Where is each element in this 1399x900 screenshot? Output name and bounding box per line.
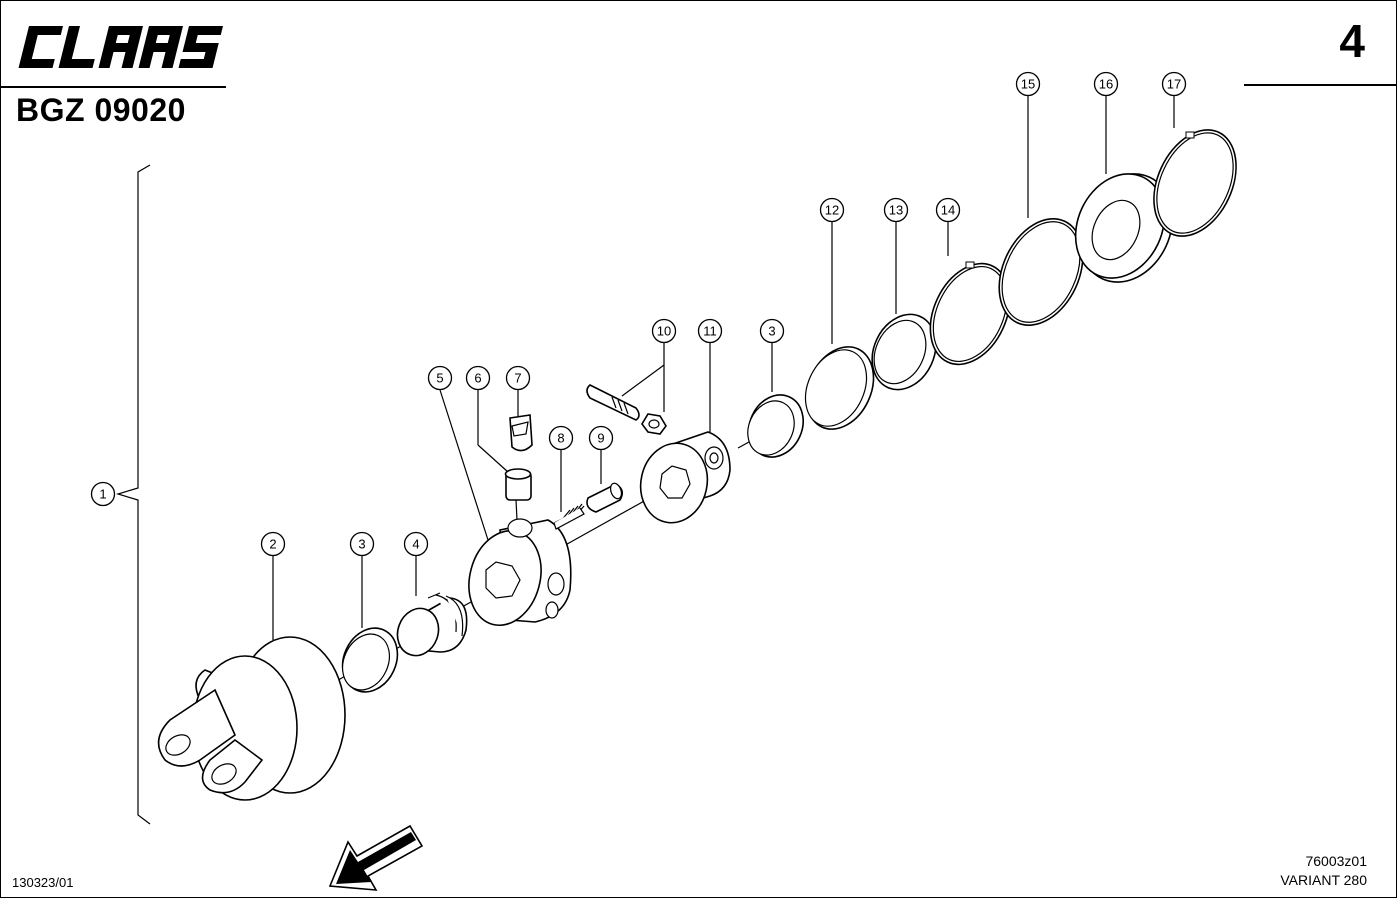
part-8-spring xyxy=(553,503,585,530)
variant-label: VARIANT 280 xyxy=(1280,872,1367,888)
part-7-roll-pin xyxy=(509,414,533,452)
part-4-piston xyxy=(396,592,468,657)
footer-right-block: 76003z01 VARIANT 280 xyxy=(1280,852,1367,890)
callout-11: 11 xyxy=(697,318,723,344)
callout-2: 2 xyxy=(260,531,286,557)
svg-text:14: 14 xyxy=(941,203,955,218)
callout-10: 10 xyxy=(651,318,677,344)
callout-12: 12 xyxy=(819,197,845,223)
part-14-snap-ring xyxy=(929,261,1011,366)
part-11-yoke-flange xyxy=(639,431,731,524)
svg-text:6: 6 xyxy=(474,371,481,386)
part-16-seal-ring xyxy=(1074,173,1174,283)
callout-6: 6 xyxy=(465,365,491,391)
svg-text:17: 17 xyxy=(1167,77,1181,92)
callout-15: 15 xyxy=(1015,71,1041,97)
callout-3-second: 3 xyxy=(759,318,785,344)
svg-text:8: 8 xyxy=(557,431,564,446)
svg-text:3: 3 xyxy=(768,324,775,339)
part-6-bushing xyxy=(504,468,532,501)
callout-16: 16 xyxy=(1093,71,1119,97)
document-code: BGZ 09020 xyxy=(16,92,186,128)
svg-text:12: 12 xyxy=(825,203,839,218)
callout-8: 8 xyxy=(548,425,574,451)
svg-text:9: 9 xyxy=(597,431,604,446)
callout-9: 9 xyxy=(588,425,614,451)
callout-13: 13 xyxy=(883,197,909,223)
arrow-down-left-icon xyxy=(328,824,424,891)
svg-text:13: 13 xyxy=(889,203,903,218)
part-3-disc xyxy=(341,627,399,693)
part-2-housing xyxy=(157,636,346,801)
part-13-ring xyxy=(871,313,937,391)
svg-text:5: 5 xyxy=(436,371,443,386)
svg-text:11: 11 xyxy=(703,324,717,339)
group-bracket xyxy=(115,164,151,825)
drawing-code: 76003z01 xyxy=(1305,853,1367,869)
callout-7: 7 xyxy=(505,365,531,391)
callout-17: 17 xyxy=(1161,71,1187,97)
svg-text:15: 15 xyxy=(1021,77,1035,92)
svg-text:4: 4 xyxy=(412,537,419,552)
part-9-pin xyxy=(586,482,624,513)
part-5-cross-body xyxy=(468,518,572,627)
callout-1: 1 xyxy=(90,481,116,507)
footer-reference-code: 130323/01 xyxy=(12,875,74,890)
claas-logo-icon xyxy=(18,26,224,68)
part-17-retaining-ring xyxy=(1153,129,1237,237)
part-3-disc-second xyxy=(747,394,804,458)
part-10-bolt-nut xyxy=(586,384,667,435)
callout-14: 14 xyxy=(935,197,961,223)
svg-text:1: 1 xyxy=(99,487,106,502)
callout-5: 5 xyxy=(427,365,453,391)
header-divider xyxy=(1244,84,1397,86)
part-15-o-ring xyxy=(998,217,1084,327)
svg-text:10: 10 xyxy=(657,324,671,339)
leader-lines xyxy=(272,96,1175,640)
callout-4: 4 xyxy=(403,531,429,557)
title-divider xyxy=(0,86,226,88)
svg-text:16: 16 xyxy=(1099,77,1113,92)
page-number: 4 xyxy=(1339,15,1365,67)
svg-text:2: 2 xyxy=(269,537,276,552)
callout-bubbles: 1 2 3 4 5 6 7 8 9 10 11 3 12 13 14 15 16… xyxy=(90,71,1187,557)
callout-3: 3 xyxy=(349,531,375,557)
svg-text:7: 7 xyxy=(514,371,521,386)
svg-text:3: 3 xyxy=(358,537,365,552)
part-12-cup xyxy=(804,346,875,430)
